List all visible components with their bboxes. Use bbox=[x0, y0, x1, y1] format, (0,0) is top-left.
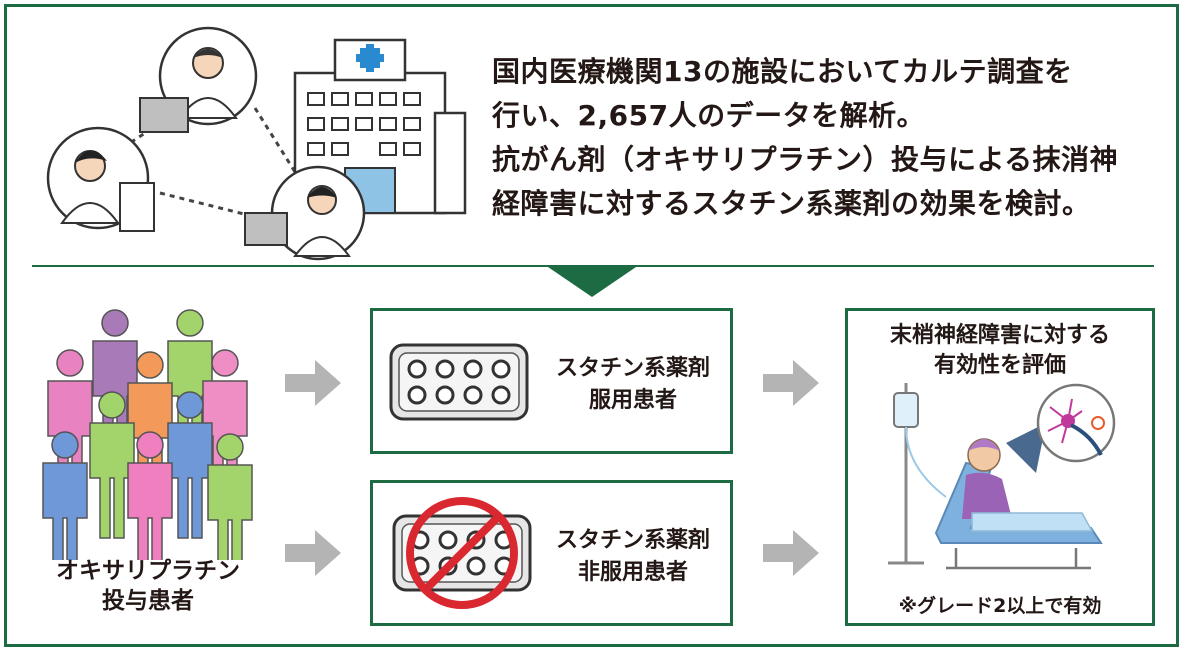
description-line: 経障害に対するスタチン系薬剤の効果を検討。 bbox=[492, 187, 1091, 220]
iv-drip-icon bbox=[888, 383, 947, 565]
patient-infusion-illustration bbox=[888, 383, 1116, 570]
pill-pack-icon bbox=[389, 343, 529, 421]
patients-crowd-illustration bbox=[42, 309, 253, 560]
description-line: 国内医療機関13の施設においてカルテ調査を bbox=[492, 55, 1073, 88]
evaluation-title: 末梢神経障害に対する 有効性を評価 bbox=[848, 321, 1152, 381]
statin-nonusers-box: スタチン系薬剤 非服用患者 bbox=[370, 480, 733, 626]
prohibited-pill-pack-icon bbox=[392, 497, 532, 609]
evaluation-note: ※グレード2以上で有効 bbox=[898, 595, 1102, 617]
arrow-right-icon bbox=[763, 360, 819, 406]
arrow-right-icon bbox=[285, 360, 341, 406]
statin-nonusers-label-line: スタチン系薬剤 bbox=[555, 528, 710, 553]
doctor-laptop-icon bbox=[46, 126, 155, 232]
statin-nonusers-label: スタチン系薬剤 非服用患者 bbox=[543, 525, 723, 589]
patients-label-line: オキサリプラチン bbox=[56, 558, 240, 584]
doctor-laptop-icon bbox=[244, 165, 366, 261]
statin-nonusers-label-line: 非服用患者 bbox=[577, 560, 688, 585]
statin-users-label: スタチン系薬剤 服用患者 bbox=[543, 353, 723, 417]
patients-label: オキサリプラチン 投与患者 bbox=[26, 556, 270, 616]
diagram-frame bbox=[4, 4, 1179, 647]
statin-users-label-line: スタチン系薬剤 bbox=[555, 356, 710, 381]
description-line: 行い、2,657人のデータを解析。 bbox=[492, 99, 926, 132]
neuron-magnifier-icon bbox=[1006, 383, 1116, 473]
doctor-laptop-icon bbox=[139, 26, 258, 133]
description-line: 抗がん剤（オキサリプラチン）投与による抹消神 bbox=[492, 143, 1119, 176]
patients-label-line: 投与患者 bbox=[102, 588, 194, 614]
evaluation-title-line: 有効性を評価 bbox=[933, 353, 1066, 378]
down-triangle-icon bbox=[548, 267, 636, 297]
study-description: 国内医療機関13の施設においてカルテ調査を 行い、2,657人のデータを解析。 … bbox=[492, 50, 1162, 226]
statin-users-box: スタチン系薬剤 服用患者 bbox=[370, 308, 733, 454]
arrow-right-icon bbox=[285, 530, 341, 576]
arrow-right-icon bbox=[763, 530, 819, 576]
evaluation-box: 末梢神経障害に対する 有効性を評価 bbox=[845, 308, 1155, 626]
evaluation-title-line: 末梢神経障害に対する bbox=[889, 323, 1110, 348]
section-divider bbox=[32, 265, 1154, 267]
doctors-network-illustration bbox=[46, 26, 467, 261]
statin-users-label-line: 服用患者 bbox=[588, 388, 677, 413]
